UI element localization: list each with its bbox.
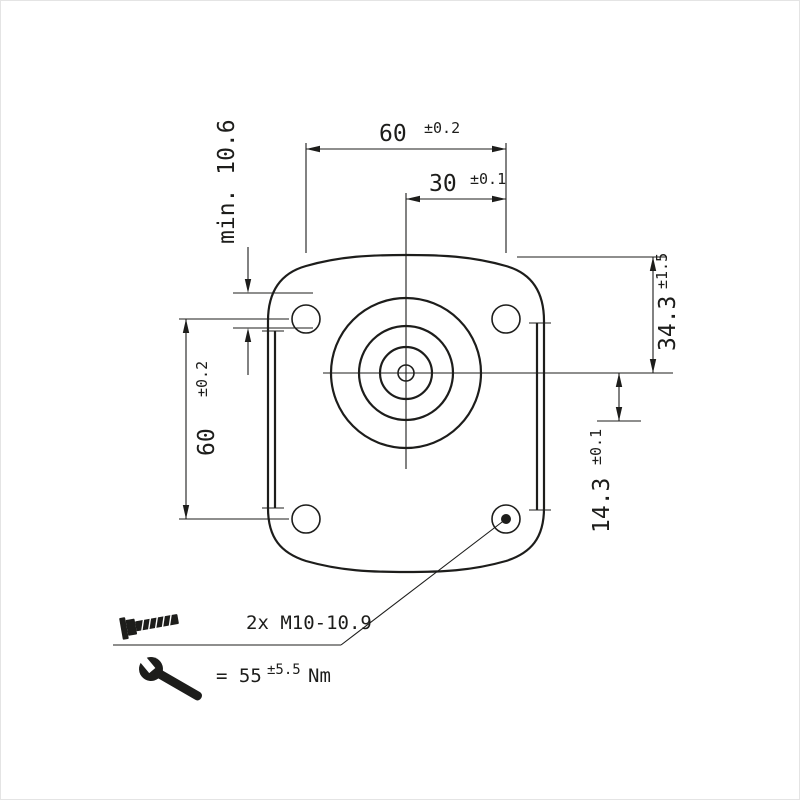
arrow-left60-bottom [182,505,190,519]
bolt-hole-top-right [491,304,521,334]
min-arrow-top [244,279,252,293]
arrow-top60-right [492,145,506,153]
dim-right-bottom-value: 14.3 [589,478,615,533]
bolt-hole-top-left [291,304,321,334]
dim-min-depth-label: min. 10.6 [214,119,240,244]
callout-torque-eq: = 55 [216,665,262,687]
dim-left-height-value: 60 [194,428,220,456]
dim-right-bottom-tol: ±0.1 [587,429,605,465]
dim-right-top-tol: ±1.5 [653,253,671,289]
dim-top-width-value: 60 [379,121,407,147]
arrow-top30-left [406,195,420,203]
arrow-143-top [615,373,623,387]
bolt-icon [119,613,179,640]
arrow-343-bottom [649,359,657,373]
callout-torque-tol: ±5.5 [267,662,301,678]
bolt-hole-bottom-left [291,504,321,534]
arrow-top60-left [306,145,320,153]
wrench-icon [137,653,203,701]
leader-line [340,518,507,646]
dim-half-width-value: 30 [429,171,457,197]
callout-bolt-spec: 2x M10-10.9 [246,612,372,634]
arrow-left60-top [182,319,190,333]
arrow-top30-right [492,195,506,203]
min-arrow-bottom [244,328,252,342]
dim-left-height-tol: ±0.2 [193,361,211,397]
dim-half-width-tol: ±0.1 [470,170,506,188]
arrow-143-bottom [615,407,623,421]
bolt-hole-bottom-right [491,504,521,534]
dim-right-top-value: 34.3 [655,296,681,351]
callout-torque-unit: Nm [308,665,331,687]
arrow-343-top [649,257,657,271]
pump-body-outline [266,253,546,574]
dim-top-width-tol: ±0.2 [424,119,460,137]
